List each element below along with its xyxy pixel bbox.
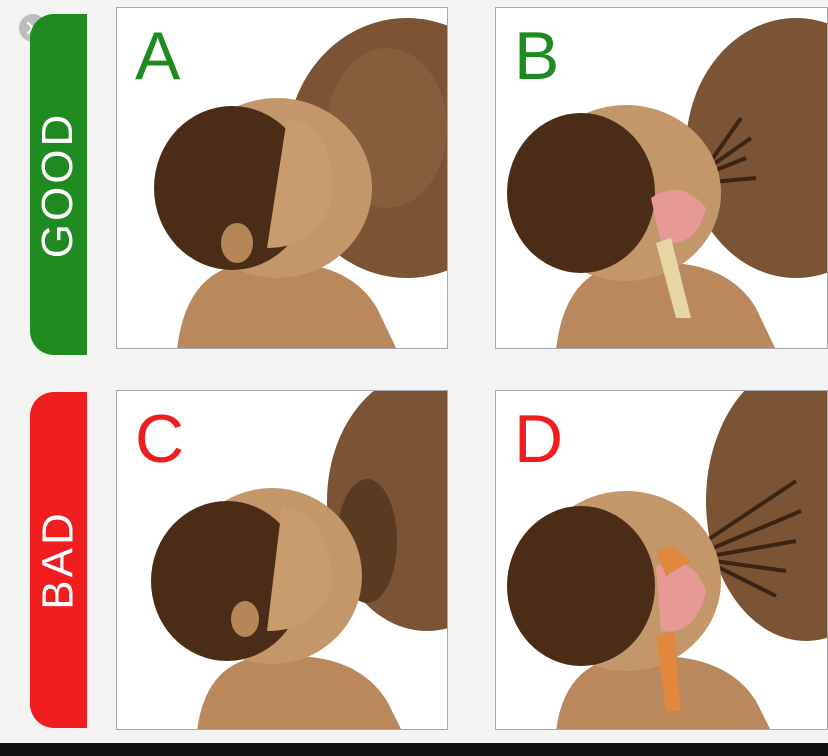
panel-a: A [116,7,448,349]
panel-c: C [116,390,448,730]
bad-label-text: BAD [34,510,84,609]
panel-b: B [495,7,828,349]
panel-letter-d: D [514,405,563,473]
panel-d: D [495,390,828,730]
bottom-bar [0,743,828,756]
bad-section-label: BAD [30,392,87,728]
good-section-label: GOOD [30,14,87,355]
panel-letter-b: B [514,22,559,90]
panel-letter-a: A [135,22,180,90]
good-label-text: GOOD [34,111,84,257]
panel-letter-c: C [135,405,184,473]
